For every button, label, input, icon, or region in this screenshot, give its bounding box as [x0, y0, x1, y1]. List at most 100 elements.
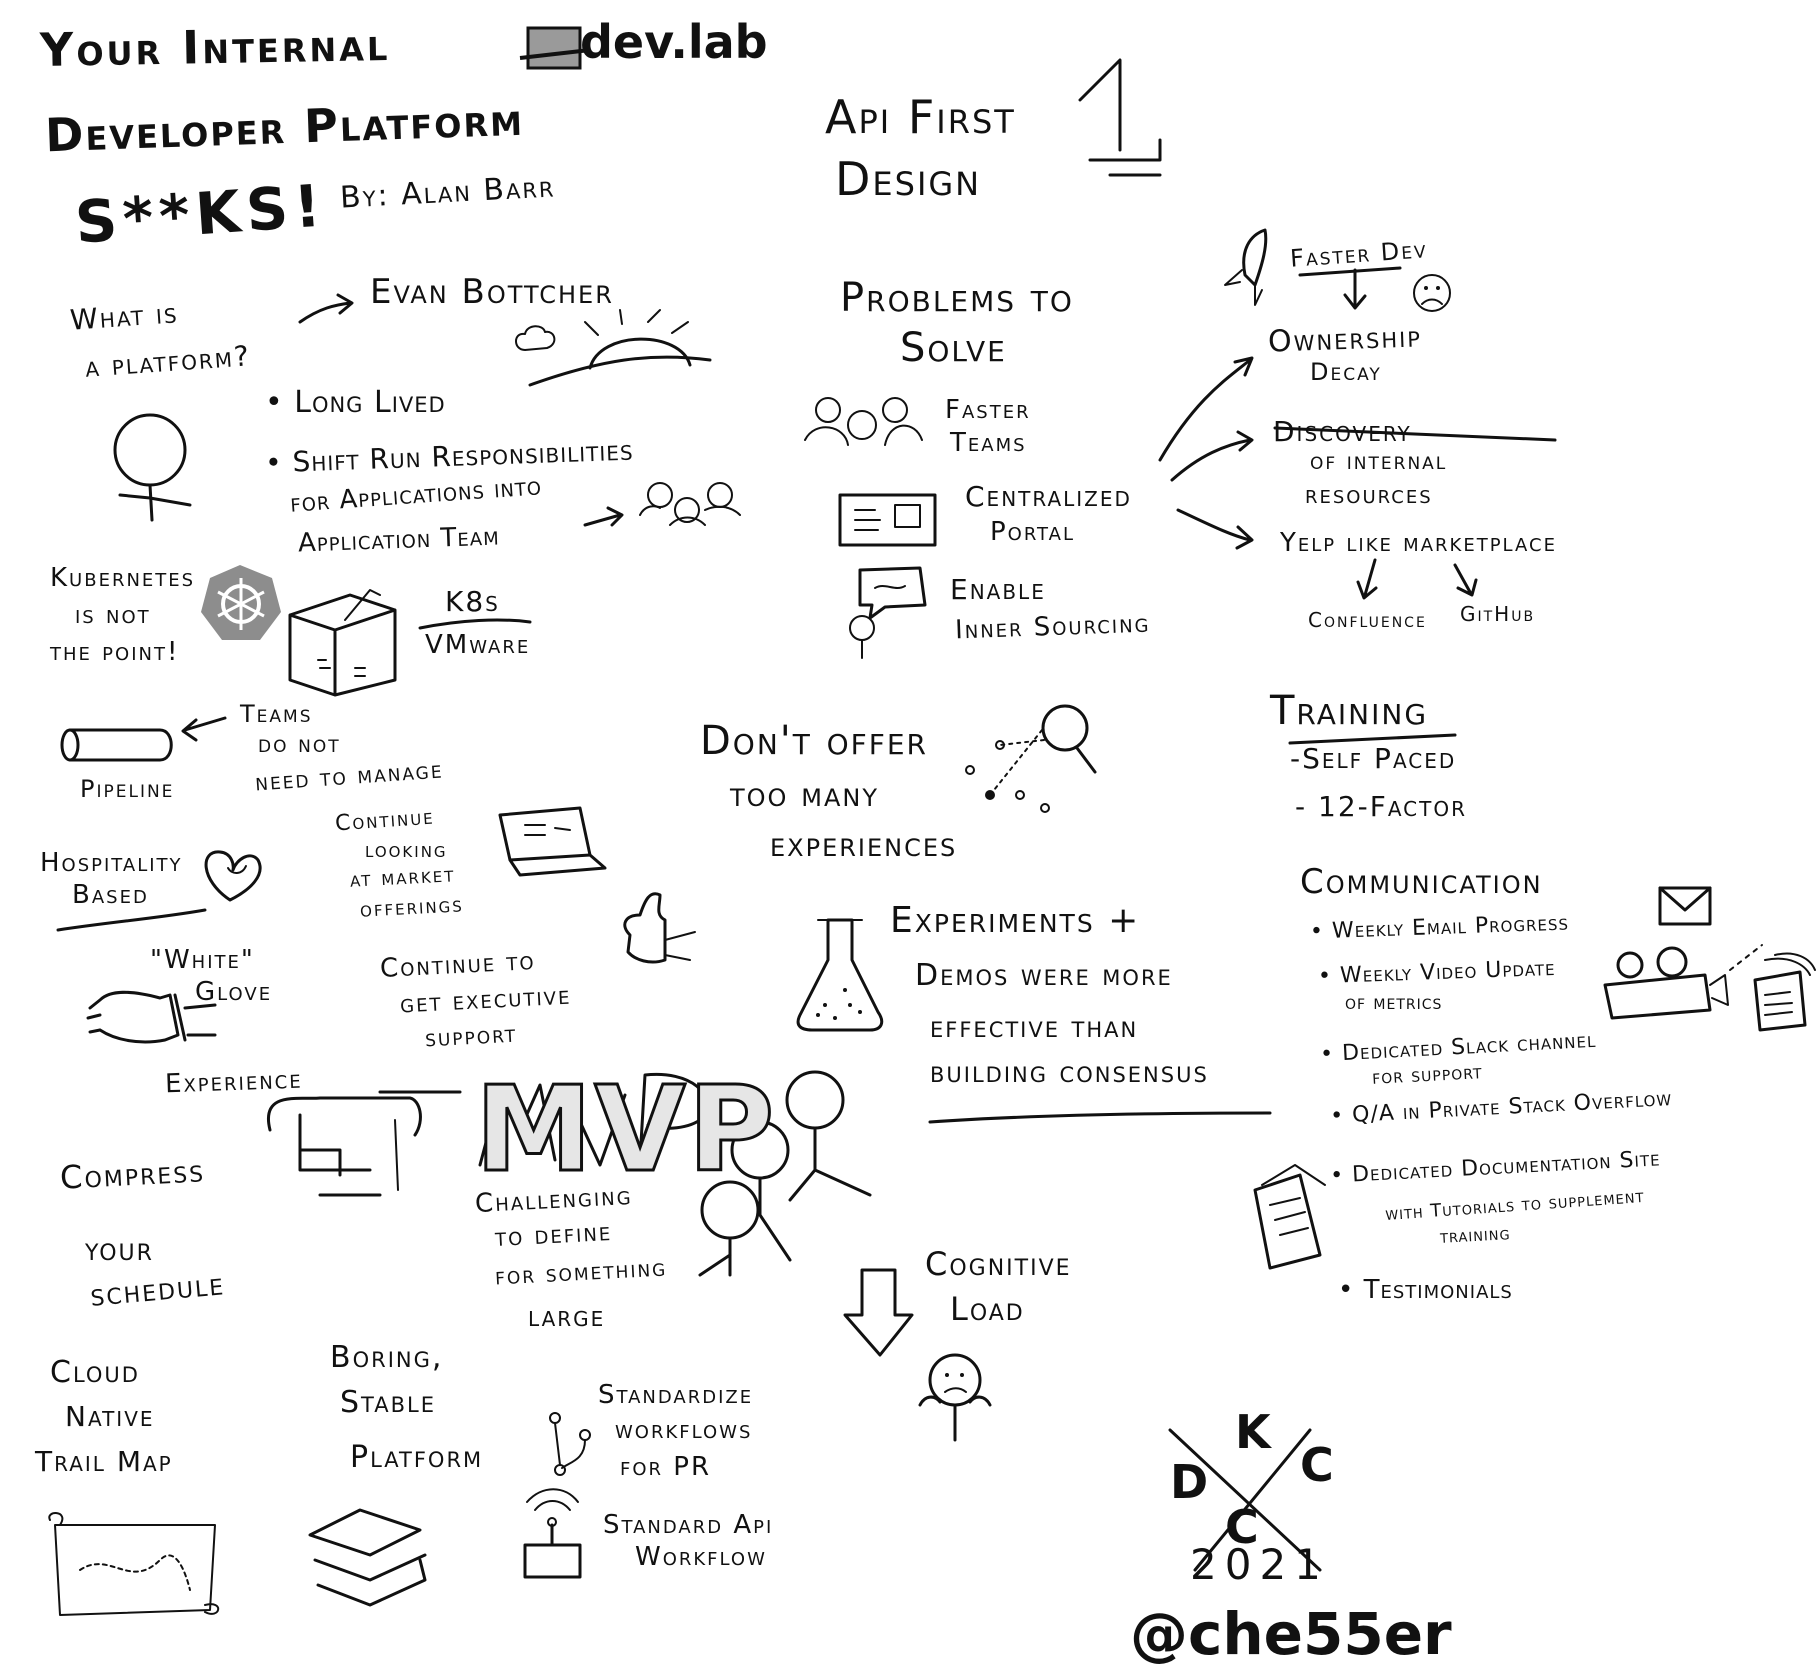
cloud-native-line-1: Cloud — [50, 1355, 140, 1390]
api-antenna-icon — [523, 1488, 582, 1579]
servers-icon — [288, 589, 397, 697]
executive-line-3: support — [424, 1019, 518, 1053]
api-workflow-line-1: Standard Api — [603, 1510, 774, 1540]
speech-person-icon — [849, 566, 927, 659]
flask-icon — [796, 918, 884, 1032]
down-arrow-icon — [843, 1268, 914, 1357]
white-glove-line-2: Glove — [195, 977, 273, 1007]
market-line-2: looking — [365, 838, 448, 863]
video-camera-icon — [1603, 944, 1763, 1020]
laptop-icon — [498, 806, 607, 877]
portal-line-2: Portal — [990, 517, 1075, 547]
arrow-pipeline-icon — [181, 716, 227, 742]
documentation-icon — [1253, 1164, 1326, 1270]
arrow-to-team-icon — [583, 506, 624, 527]
experiments-line-2: Demos were more — [915, 958, 1173, 993]
yelp-label: Yelp like marketplace — [1280, 528, 1557, 558]
portal-icon — [838, 493, 937, 547]
dkc-letter-c-bottom: C — [1225, 1500, 1259, 1554]
cognitive-line-2: Load — [950, 1290, 1025, 1328]
compress-line-1: Compress — [59, 1151, 206, 1197]
faster-dev-underline — [1298, 266, 1402, 277]
platform-author: Evan Bottcher — [370, 272, 614, 312]
github-label: GitHub — [1460, 602, 1536, 626]
discovery-line-2: of internal — [1310, 447, 1448, 475]
mvp-label: MVP — [473, 1059, 777, 1200]
pipeline-note-1: Teams — [240, 700, 313, 728]
kubernetes-line-2: is not — [75, 600, 151, 630]
boring-line-1: Boring, — [330, 1340, 444, 1375]
training-underline — [1288, 733, 1457, 745]
trail-map-icon — [48, 1512, 220, 1616]
ownership-line-1: Ownership — [1267, 319, 1423, 360]
experiences-line-1: Don't offer — [700, 718, 928, 764]
mvp-letters-icon — [478, 1072, 708, 1167]
boring-line-3: Platform — [350, 1440, 484, 1475]
team-icon — [639, 482, 741, 526]
kubernetes-line-1: Kubernetes — [50, 563, 196, 593]
pipeline-label: Pipeline — [80, 775, 175, 803]
worried-person-icon — [918, 1353, 992, 1442]
devlab-logo-mark — [519, 26, 591, 70]
comm-item-10: • Testimonials — [1338, 1275, 1513, 1305]
vmware-label: VMware — [425, 630, 531, 660]
sad-face-icon — [1413, 274, 1451, 312]
experiments-line-1: Experiments + — [890, 900, 1141, 941]
problems-title-1: Problems to — [840, 275, 1074, 321]
thumbs-up-icon — [623, 892, 696, 964]
faster-teams-line-2: Teams — [950, 428, 1027, 458]
git-branch-icon — [549, 1412, 591, 1476]
cognitive-line-1: Cognitive — [925, 1245, 1072, 1283]
arrow-confluence-icon — [1356, 558, 1378, 600]
training-item-1: -Self Paced — [1290, 742, 1457, 775]
kubernetes-line-3: the point! — [50, 637, 180, 667]
inner-sourcing-line-1: Enable — [950, 573, 1046, 606]
sunrise-icon — [515, 309, 712, 387]
comm-item-3: of metrics — [1345, 990, 1443, 1014]
arrow-github-icon — [1453, 563, 1478, 597]
mvp-line-2: to define — [494, 1216, 613, 1254]
arrow-to-author-icon — [298, 293, 354, 324]
workflows-line-3: for PR — [620, 1452, 712, 1482]
training-item-2: - 12-Factor — [1295, 790, 1467, 823]
people-group-icon — [698, 1070, 872, 1277]
experiences-line-3: experiences — [770, 825, 958, 865]
arrow-down-ownership-icon — [1343, 268, 1367, 310]
devlab-logo-text: dev.lab — [580, 15, 768, 69]
api-first-number: 1 — [1150, 30, 1156, 41]
experiments-underline — [928, 1111, 1272, 1124]
schedule-compress-icon — [266, 1090, 462, 1197]
api-workflow-line-2: Workflow — [635, 1542, 767, 1572]
discovery-strike — [1273, 426, 1557, 442]
discovery-line-3: resources — [1305, 480, 1433, 510]
api-first-line-1: Api First — [825, 90, 1016, 144]
rocket-icon — [1224, 228, 1268, 306]
workflows-line-2: workflows — [615, 1415, 753, 1445]
mvp-line-4: large — [528, 1300, 606, 1333]
heart-icon — [204, 850, 262, 902]
pipeline-note-2: do not — [258, 730, 341, 758]
compress-line-2: your — [85, 1230, 154, 1268]
hospitality-line-2: Based — [72, 880, 149, 910]
magnifier-icon — [965, 704, 1097, 813]
dkc-logo-mark — [1168, 1428, 1322, 1572]
title-line-1: Your Internal — [39, 16, 391, 78]
dkc-letter-c-right: C — [1300, 1438, 1334, 1492]
dkc-year: 2021 — [1190, 1540, 1329, 1589]
email-icon — [1658, 886, 1712, 926]
dkc-letter-d: D — [1170, 1455, 1209, 1509]
faster-teams-icon — [804, 397, 923, 446]
hospitality-underline — [56, 908, 207, 932]
author-handle: @che55er — [1130, 1600, 1452, 1668]
ownership-line-2: Decay — [1310, 358, 1382, 386]
boring-line-2: Stable — [340, 1385, 436, 1420]
white-glove-line-1: "White" — [150, 945, 255, 975]
document-icon — [1753, 952, 1816, 1032]
k8s-divider — [418, 618, 532, 630]
portal-line-1: Centralized — [965, 480, 1132, 513]
hospitality-line-1: Hospitality — [40, 848, 183, 878]
experiments-line-4: building consensus — [930, 1055, 1209, 1090]
comm-item-9: training — [1439, 1223, 1512, 1248]
workflows-line-1: Standardize — [598, 1380, 754, 1410]
